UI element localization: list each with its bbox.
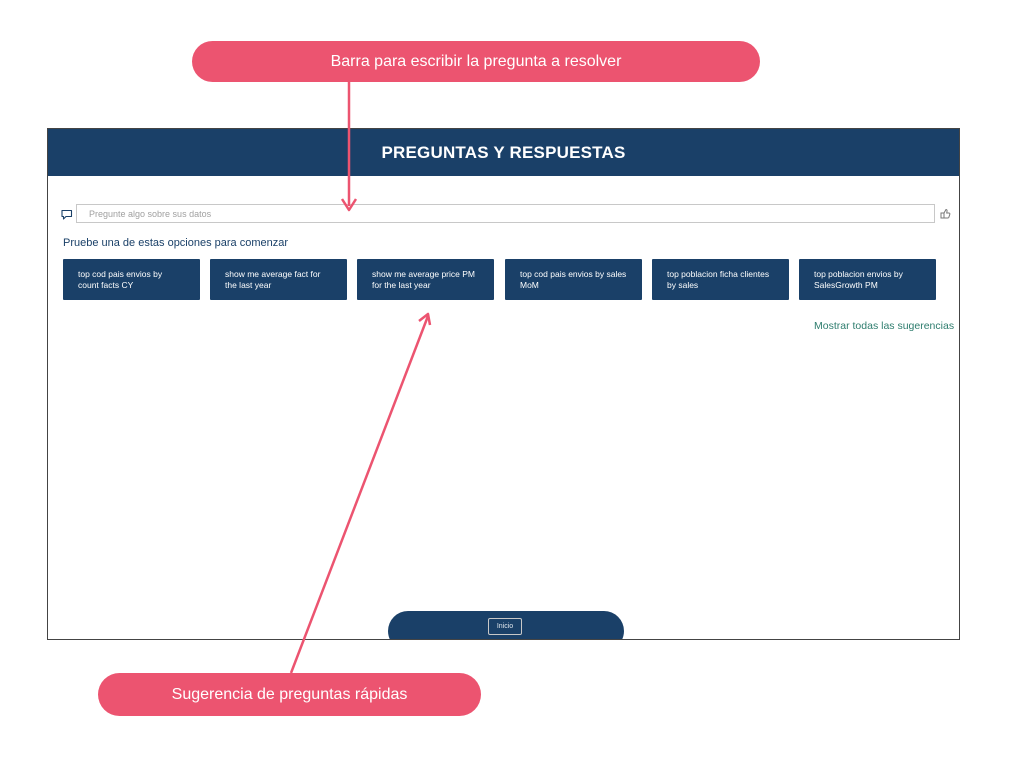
suggestion-button[interactable]: top cod pais envios by count facts CY (63, 259, 200, 300)
show-all-suggestions-link[interactable]: Mostrar todas las sugerencias (814, 320, 955, 332)
suggestion-text-line: SalesGrowth PM (814, 280, 878, 290)
suggestion-text-line: show me average fact for (225, 269, 321, 279)
suggestion-text-line: count facts CY (78, 280, 134, 290)
suggestion-text-line: top poblacion envios by (814, 269, 903, 279)
suggestion-text-line: top poblacion ficha clientes (667, 269, 770, 279)
suggestions-prompt: Pruebe una de estas opciones para comenz… (63, 237, 289, 249)
suggestion-text-line: top cod pais envios by sales (520, 269, 627, 279)
feedback-icon[interactable] (938, 207, 952, 221)
suggestion-text-line: top cod pais envios by (78, 269, 163, 279)
qa-visual: PREGUNTAS Y RESPUESTAS Pregunte algo sob… (47, 128, 960, 640)
suggestion-text-line: MoM (520, 280, 539, 290)
question-input-placeholder: Pregunte algo sobre sus datos (89, 208, 212, 219)
suggestion-button[interactable]: top cod pais envios by sales MoM (505, 259, 642, 300)
annotation-callout-text: Sugerencia de preguntas rápidas (171, 685, 408, 703)
home-button[interactable]: Inicio (488, 618, 522, 635)
annotation-callout-text: Barra para escribir la pregunta a resolv… (330, 52, 622, 70)
suggestion-text-line: by sales (667, 280, 699, 290)
suggestion-button[interactable]: top poblacion ficha clientes by sales (652, 259, 789, 300)
suggestion-text-line: show me average price PM (372, 269, 475, 279)
annotation-callout-search-bar: Barra para escribir la pregunta a resolv… (192, 41, 760, 82)
suggestion-text-line: for the last year (372, 280, 431, 290)
home-navigation-bar: Inicio (388, 611, 624, 639)
page-title: PREGUNTAS Y RESPUESTAS (381, 142, 626, 162)
suggestion-button[interactable]: show me average price PM for the last ye… (357, 259, 494, 300)
chat-bubble-icon (60, 208, 74, 222)
page-header: PREGUNTAS Y RESPUESTAS (48, 129, 959, 176)
question-input[interactable]: Pregunte algo sobre sus datos (76, 204, 935, 223)
suggestion-button[interactable]: top poblacion envios by SalesGrowth PM (799, 259, 936, 300)
annotation-callout-suggestions: Sugerencia de preguntas rápidas (98, 673, 481, 716)
suggestion-button[interactable]: show me average fact for the last year (210, 259, 347, 300)
suggestion-text-line: the last year (225, 280, 272, 290)
